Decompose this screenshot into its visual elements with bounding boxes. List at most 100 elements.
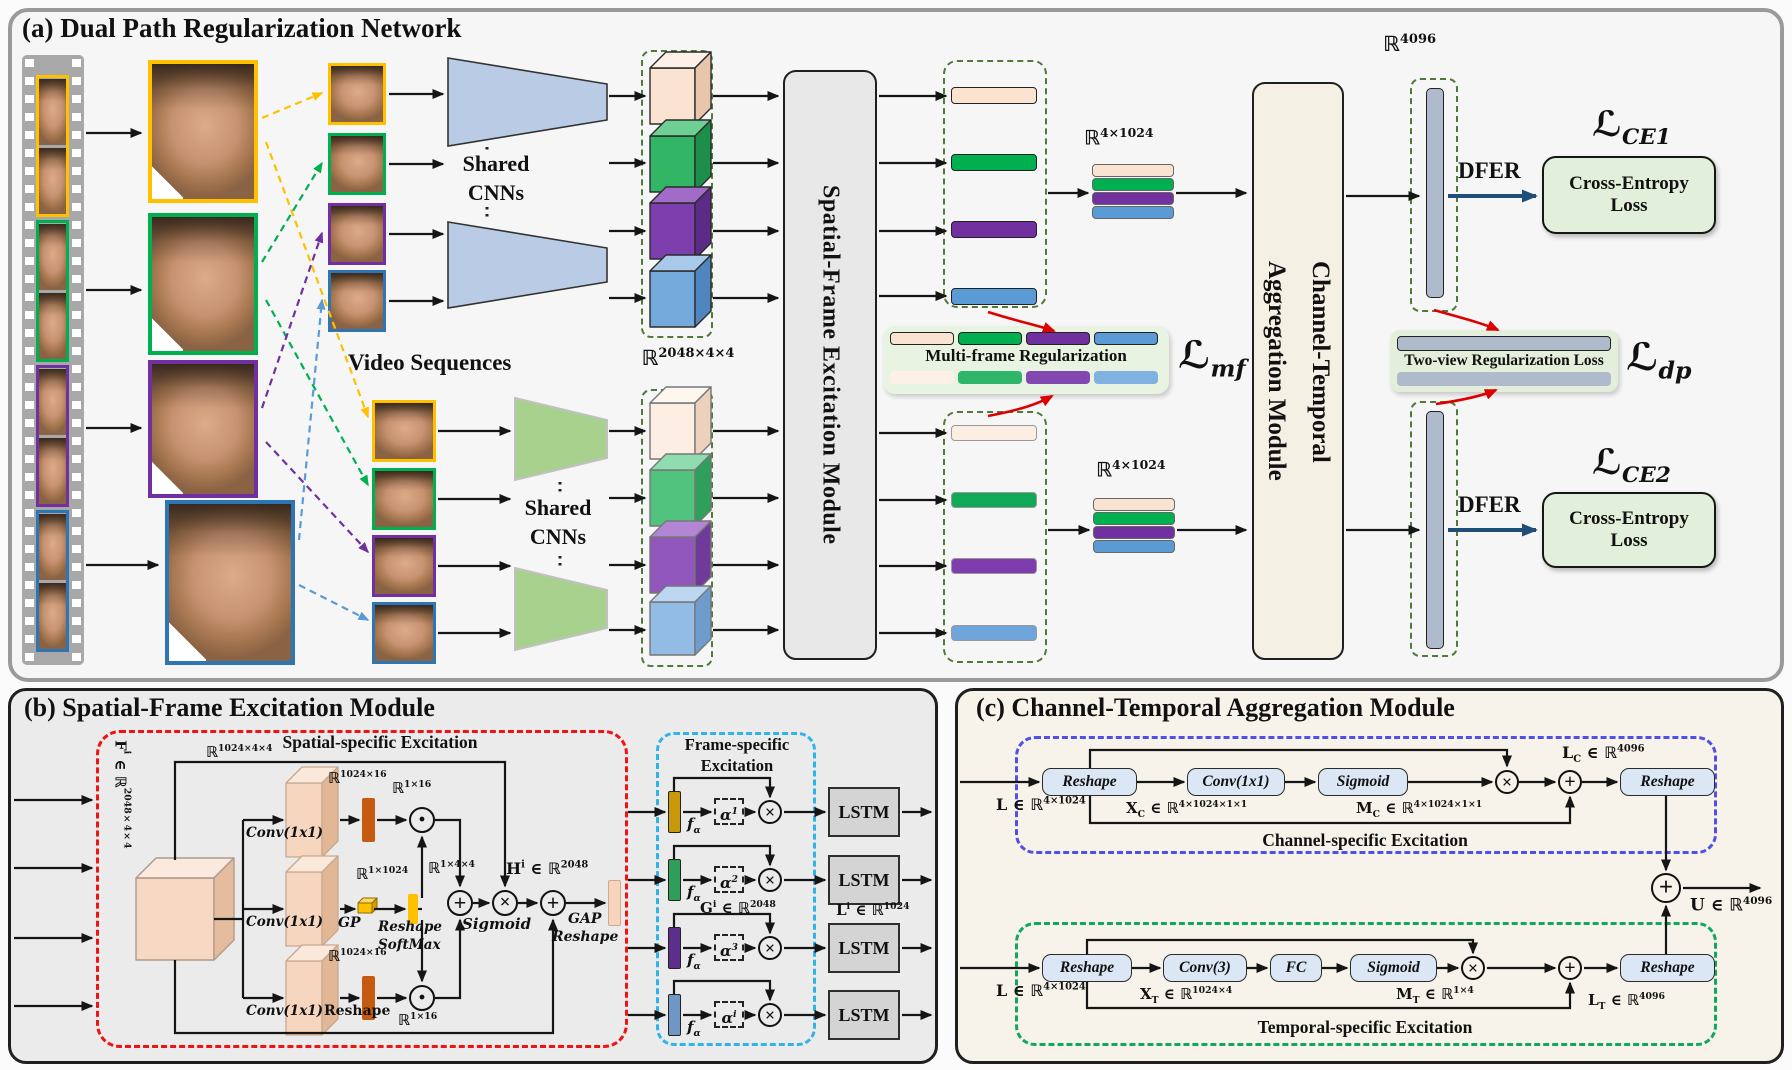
orange-bar-2 — [362, 976, 375, 1020]
reshape-pill-c3: Reshape — [1042, 954, 1132, 982]
oplus-2: + — [540, 890, 566, 916]
frame-bot-purple — [372, 535, 436, 597]
dim-1024-16-label-2: ℝ1024×16 — [328, 947, 387, 965]
sfe-input-cube — [135, 857, 235, 961]
g-dim-label: Gi ∈ ℝ2048 — [700, 899, 776, 917]
sigmoid-pill-c1: Sigmoid — [1318, 768, 1408, 796]
mf-bar — [890, 332, 954, 345]
sfe-module-box: Spatial-Frame Excitation Module — [783, 70, 877, 660]
frame-top-blue — [328, 270, 386, 332]
frame-bot-blue — [372, 602, 436, 664]
dfer-arrows — [1448, 189, 1538, 537]
channel-specific-label: Channel-specific Excitation — [1262, 830, 1468, 850]
conv1x1-label-2: Conv(1x1) — [246, 914, 324, 930]
lstm-1: LSTM — [828, 787, 900, 837]
crop-blue — [165, 500, 295, 665]
lstm-4: LSTM — [828, 990, 900, 1040]
dim-1-44-label: ℝ1×4×4 — [428, 859, 476, 877]
temporal-specific-label: Temporal-specific Excitation — [1257, 1017, 1473, 1037]
crop-green — [148, 213, 258, 355]
f-alpha-label-1: fα — [687, 815, 701, 836]
dfer-label-2: DFER — [1458, 492, 1521, 517]
multi-frame-reg-label: Multi-frame Regularization — [925, 346, 1127, 365]
feature-cubes-bottom — [649, 386, 712, 656]
filmstrip-frame — [38, 583, 67, 649]
otimes-glyph: × — [764, 937, 776, 958]
feat-bar-blue — [951, 625, 1037, 641]
stack-bar — [1092, 206, 1174, 219]
frame-bar-purple — [668, 927, 681, 969]
lt-label: LT ∈ ℝ4096 — [1588, 991, 1665, 1012]
dim-cnn-out-label: ℝ2048×4×4 — [641, 345, 735, 370]
sigmoid-pill-c2: Sigmoid — [1350, 954, 1437, 982]
panel-b-arrows — [14, 760, 933, 1035]
sfe-input-dim-label: Fi ∈ ℝ2048×4×4 — [111, 740, 133, 849]
frame-bar-blue — [668, 994, 681, 1036]
gap-label: GAP — [568, 911, 602, 927]
reshape-pill-c1: Reshape — [1042, 768, 1137, 796]
shared-cnn-bottom — [514, 396, 608, 652]
conv1x1-label-3: Conv(1x1) — [246, 1003, 324, 1019]
bars-box-bottom — [943, 411, 1047, 663]
feat-bar-cream — [951, 87, 1037, 104]
clip-group-purple — [36, 365, 69, 507]
softmax-label: SoftMax — [378, 937, 441, 953]
conv1x1-pill: Conv(1x1) — [1187, 768, 1285, 796]
conv1x1-label-1: Conv(1x1) — [246, 825, 324, 841]
clip-group-yellow — [36, 75, 69, 217]
mf-bar — [1094, 332, 1158, 345]
cta-module-label: Channel-Temporal Aggregation Module — [1263, 261, 1334, 481]
conv3-pill: Conv(3) — [1163, 954, 1247, 982]
stack-bar — [1092, 164, 1174, 177]
lstm-3: LSTM — [828, 923, 900, 973]
shared-cnns-label-top: Shared CNNs — [462, 151, 530, 205]
u-label: U ∈ ℝ4096 — [1690, 895, 1773, 916]
lc-label: LC ∈ ℝ4096 — [1562, 743, 1645, 766]
filmstrip-frame — [38, 369, 67, 435]
frame-otimes-2: × — [758, 868, 782, 892]
crop-yellow — [148, 60, 258, 203]
loss-ce2-label: ℒCE2 — [1592, 442, 1671, 488]
dim-1024-44-label: ℝ1024×4×4 — [206, 743, 273, 761]
cta-module-box: Channel-Temporal Aggregation Module — [1252, 82, 1344, 660]
filmstrip-sprockets-right — [72, 59, 81, 661]
mf-bar — [1026, 332, 1090, 345]
mf-bar — [958, 332, 1022, 345]
cnn-dotted-separators — [485, 147, 562, 566]
odot-2: · — [409, 981, 435, 1014]
dim-agg-label: ℝ4096 — [1383, 31, 1437, 56]
frame-otimes-4: × — [758, 1003, 782, 1027]
alpha-box-3: α3 — [714, 934, 744, 961]
f-alpha-label-2: fα — [687, 883, 701, 904]
orange-bar-1 — [362, 798, 375, 842]
loss-mf-label: ℒmf — [1178, 332, 1246, 383]
cube-box-top — [641, 50, 713, 338]
dim-frame-feat-bottom: ℝ4×1024 — [1096, 457, 1166, 482]
mc-label: MC ∈ ℝ4×1024×1×1 — [1356, 799, 1483, 820]
frame-bar-gold — [668, 791, 681, 833]
xc-label: XC ∈ ℝ4×1024×1×1 — [1126, 799, 1248, 820]
c-oplus-1: + — [1558, 770, 1582, 794]
frame-bot-yellow — [372, 400, 436, 462]
filmstrip-frame — [38, 514, 67, 580]
h-dim-label: Hi ∈ ℝ2048 — [506, 859, 589, 878]
spatial-specific-label: Spatial-specific Excitation — [282, 732, 478, 752]
filmstrip-frame — [38, 79, 67, 145]
cross-entropy-box-1: Cross-Entropy Loss — [1542, 156, 1716, 234]
stack-bar — [1093, 526, 1175, 539]
cross-entropy-label-1: Cross-Entropy Loss — [1569, 173, 1689, 216]
alpha-box-1: α1 — [714, 798, 744, 825]
filmstrip-sprockets-left — [25, 59, 34, 661]
clip-group-green — [36, 220, 69, 362]
clip-group-blue — [36, 510, 69, 652]
panel-a-arrows — [86, 89, 1421, 638]
odot-glyph: · — [416, 803, 427, 836]
sfe-conv-slabs — [285, 766, 339, 1036]
mt-label: MT ∈ ℝ1×4 — [1396, 985, 1474, 1006]
oplus-glyph: + — [546, 890, 560, 915]
panel-c-title: (c) Channel-Temporal Aggregation Module — [976, 693, 1455, 722]
agg-bar-top — [1426, 88, 1444, 298]
filmstrip-frame — [38, 438, 67, 504]
